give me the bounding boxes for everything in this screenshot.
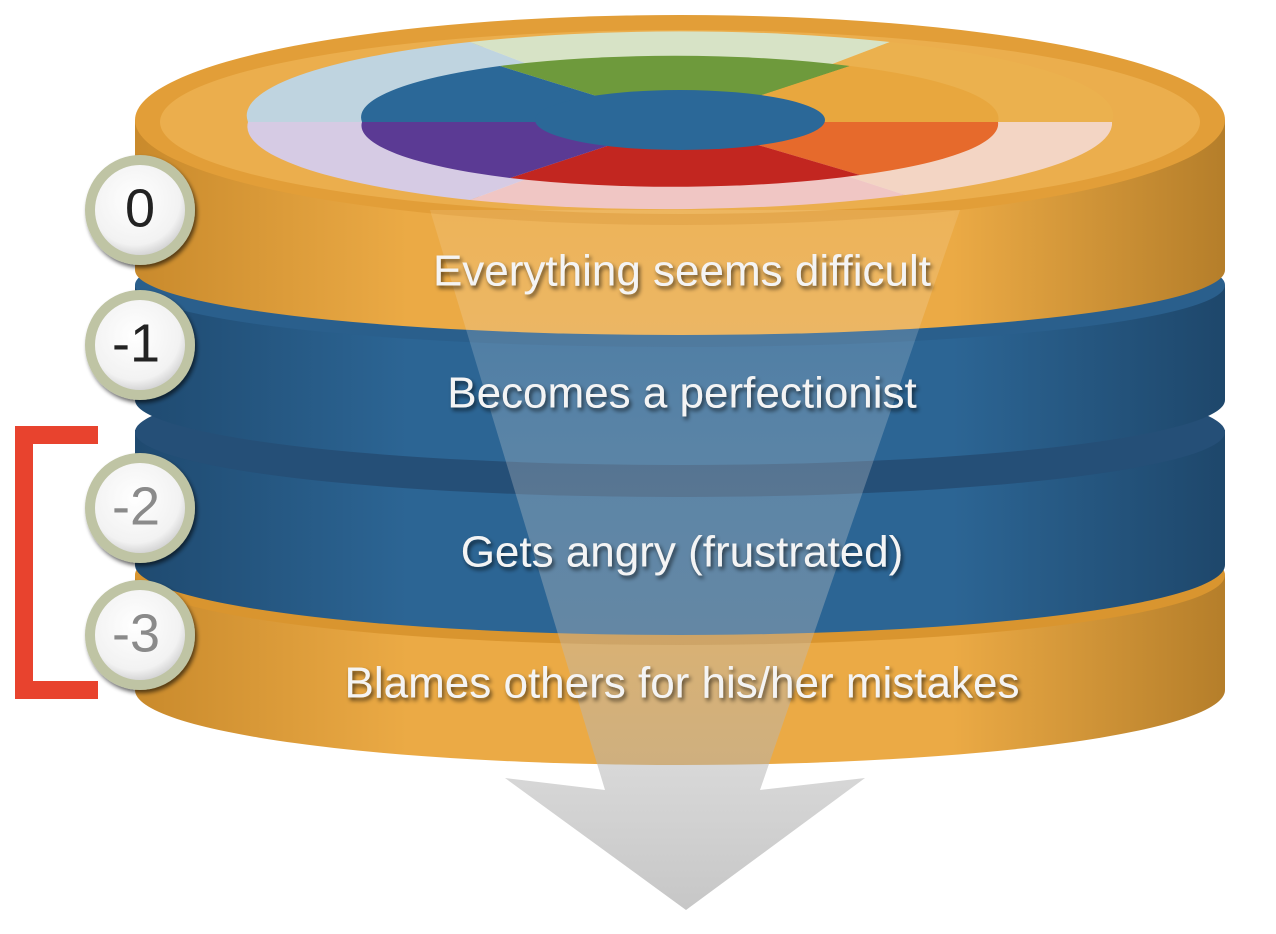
red-bracket (15, 426, 98, 699)
layer-3-label: Blames others for his/her mistakes (345, 659, 1020, 708)
level-circle-3: -3 (85, 580, 195, 690)
layer-labels: Everything seems difficult Becomes a per… (345, 247, 1020, 708)
level-number-3: -3 (112, 603, 160, 663)
level-circle-2: -2 (85, 453, 195, 563)
level-numbers: 0 -1 -2 -3 (85, 155, 195, 690)
layer-0-label: Everything seems difficult (433, 247, 931, 296)
layer-1-label: Becomes a perfectionist (447, 369, 917, 418)
top-color-wheel (246, 31, 1114, 210)
level-circle-1: -1 (85, 290, 195, 400)
level-number-1: -1 (112, 313, 160, 373)
level-number-0: 0 (125, 178, 155, 238)
level-circle-0: 0 (85, 155, 195, 265)
level-number-2: -2 (112, 476, 160, 536)
down-arrow (430, 210, 960, 910)
layer-2-label: Gets angry (frustrated) (461, 528, 904, 577)
